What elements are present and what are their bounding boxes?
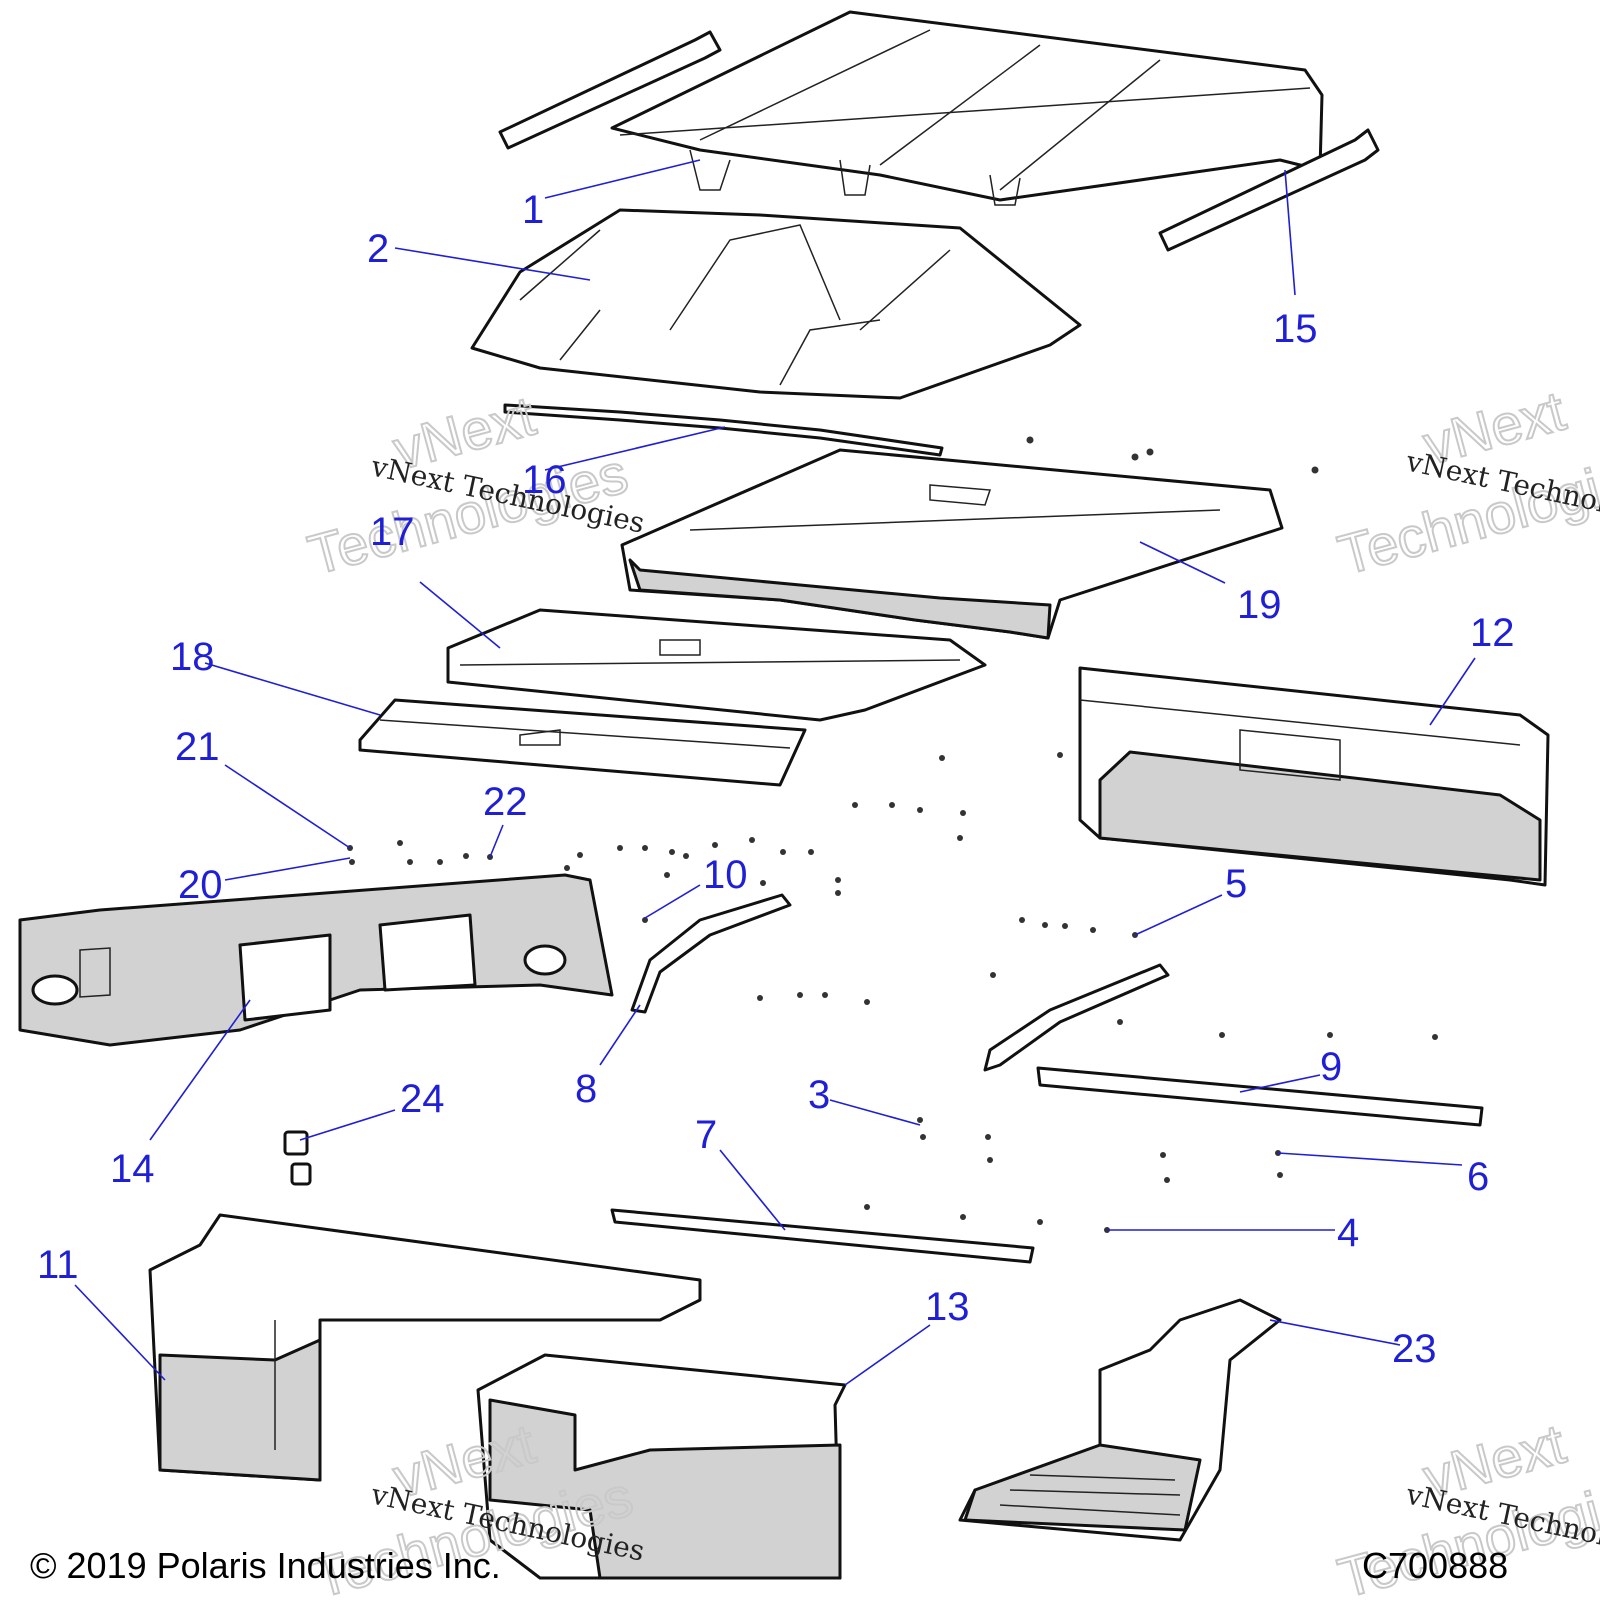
part-14-dashboard xyxy=(18,873,614,1047)
callout-20: 20 xyxy=(178,863,223,907)
part-2-headliner xyxy=(470,208,1082,400)
diagram-code: C700888 xyxy=(1362,1545,1508,1586)
callout-10: 10 xyxy=(703,853,748,897)
part-1-roof-top xyxy=(610,10,1324,206)
callout-12: 12 xyxy=(1470,611,1515,655)
callout-15: 15 xyxy=(1273,307,1318,351)
callout-4: 4 xyxy=(1337,1211,1359,1255)
callout-17: 17 xyxy=(370,510,415,554)
callout-13: 13 xyxy=(925,1285,970,1329)
callout-2: 2 xyxy=(367,227,389,271)
part-23-footwell-right xyxy=(958,1298,1282,1542)
callout-22: 22 xyxy=(483,780,528,824)
part-17-rear-floor xyxy=(446,608,987,722)
callout-3: 3 xyxy=(808,1073,830,1117)
callout-19: 19 xyxy=(1237,583,1282,627)
part-15-roof-rails xyxy=(498,30,1380,252)
part-19-rear-panel xyxy=(620,448,1284,640)
callout-7: 7 xyxy=(695,1113,717,1157)
part-9-trim-right xyxy=(983,963,1484,1127)
callout-16: 16 xyxy=(522,458,567,502)
copyright-text: © 2019 Polaris Industries Inc. xyxy=(30,1545,501,1586)
callout-labels: 1 2 3 4 5 6 7 8 9 10 11 12 13 14 15 16 1… xyxy=(37,188,1515,1371)
callout-11: 11 xyxy=(37,1243,79,1287)
part-13-center-panel xyxy=(476,1353,847,1580)
callout-18: 18 xyxy=(170,635,215,679)
callout-9: 9 xyxy=(1320,1045,1342,1089)
callout-8: 8 xyxy=(575,1067,597,1111)
part-11-footwell-left xyxy=(148,1213,702,1482)
callout-1: 1 xyxy=(522,188,544,232)
callout-14: 14 xyxy=(110,1147,155,1191)
part-7-lower-trim xyxy=(610,1208,1035,1264)
part-16-seal xyxy=(503,403,944,457)
callout-21: 21 xyxy=(175,725,220,769)
part-8-trim-left xyxy=(630,893,792,1014)
part-12-rear-wall xyxy=(1078,666,1550,887)
leader-lines xyxy=(74,159,1476,1386)
part-18-front-floor xyxy=(358,698,807,787)
part-24-clips xyxy=(283,1130,312,1186)
fasteners xyxy=(347,436,1438,1233)
watermark-top-right: vNext Technologies vNext Technologies xyxy=(1331,378,1600,588)
callout-6: 6 xyxy=(1467,1155,1489,1199)
callout-24: 24 xyxy=(400,1077,445,1121)
callout-5: 5 xyxy=(1225,862,1247,906)
callout-23: 23 xyxy=(1392,1327,1437,1371)
